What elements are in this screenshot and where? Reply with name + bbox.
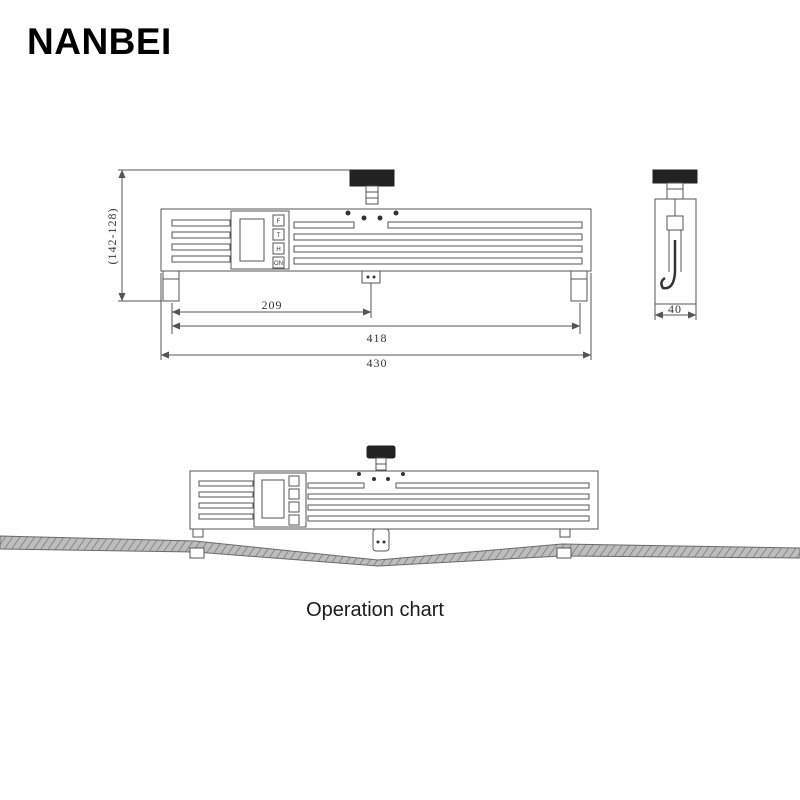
side-view	[652, 169, 698, 320]
right-wheel	[570, 278, 588, 302]
front-view-buttons: F T H ON	[274, 219, 283, 267]
operation-right-wheel	[556, 547, 572, 559]
front-view	[118, 169, 592, 360]
steel-rope	[0, 535, 800, 567]
operation-center-roller	[372, 528, 390, 552]
operation-meter-body	[189, 470, 599, 530]
button-label-1: F	[277, 219, 281, 225]
button-label-2: T	[277, 233, 281, 239]
height-dimension-label: (142-128)	[105, 208, 119, 265]
dimension-label-40: 40	[668, 302, 682, 316]
top-knob	[349, 169, 395, 187]
knob-shaft	[365, 185, 379, 205]
side-knob	[652, 169, 698, 184]
operation-left-wheel	[189, 547, 205, 559]
button-label-3: H	[276, 247, 280, 253]
display-screen	[239, 218, 265, 262]
dimension-label-430: 430	[367, 356, 388, 370]
operation-knob	[366, 445, 396, 459]
dimension-label-209: 209	[262, 298, 283, 312]
operation-view	[0, 445, 800, 567]
center-roller	[361, 270, 381, 284]
dimension-label-418: 418	[367, 331, 388, 345]
button-label-4: ON	[274, 261, 283, 267]
brand-logo: NANBEI	[27, 21, 172, 62]
operation-chart-caption: Operation chart	[306, 599, 444, 621]
left-wheel	[162, 278, 180, 302]
